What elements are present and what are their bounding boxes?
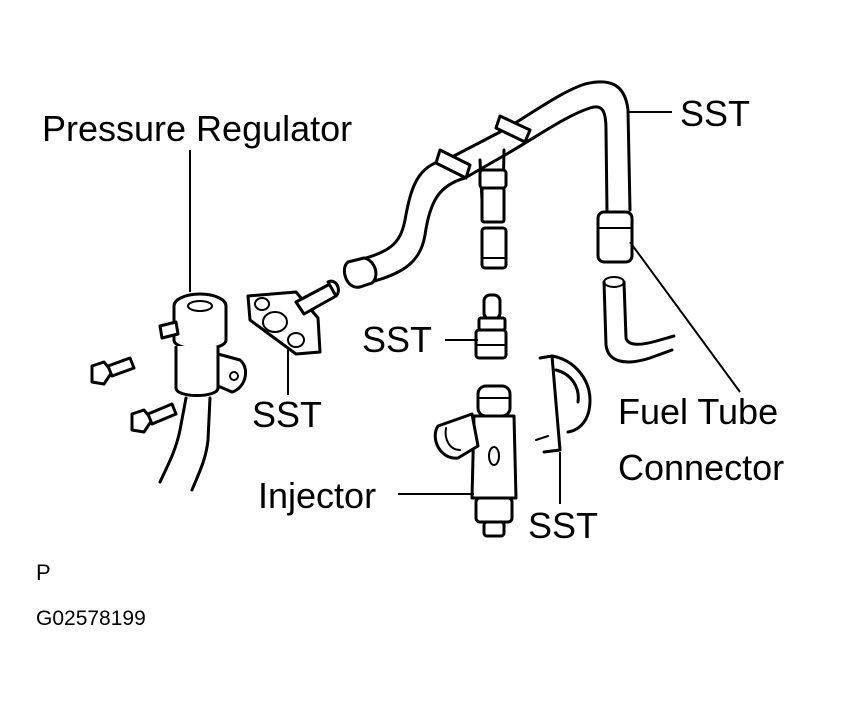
- label-fuel-tube-line1: Fuel Tube: [618, 391, 779, 432]
- label-sst-left: SST: [252, 394, 323, 435]
- pressure-regulator: [158, 292, 248, 492]
- bolt-lower: [130, 402, 178, 434]
- label-injector: Injector: [258, 475, 377, 516]
- sst-hose-connector: [478, 168, 508, 270]
- sst-flange-plate: [246, 279, 340, 356]
- leader-fuel-tube-connector: [629, 241, 741, 393]
- bolt-upper: [90, 356, 136, 386]
- leader-lines: [189, 111, 741, 504]
- fuel-tube-connector: [596, 210, 676, 364]
- label-sst-top: SST: [680, 93, 751, 134]
- view-code: P: [36, 560, 51, 585]
- sst-injector-adapter: [474, 293, 508, 360]
- label-fuel-tube-line2: Connector: [618, 447, 785, 488]
- label-sst-middle: SST: [362, 319, 433, 360]
- figure-id: G02578199: [36, 607, 146, 630]
- injector: [433, 384, 518, 538]
- label-pressure-regulator: Pressure Regulator: [42, 108, 353, 149]
- sst-clip: [535, 354, 592, 454]
- label-sst-bottom: SST: [528, 505, 599, 546]
